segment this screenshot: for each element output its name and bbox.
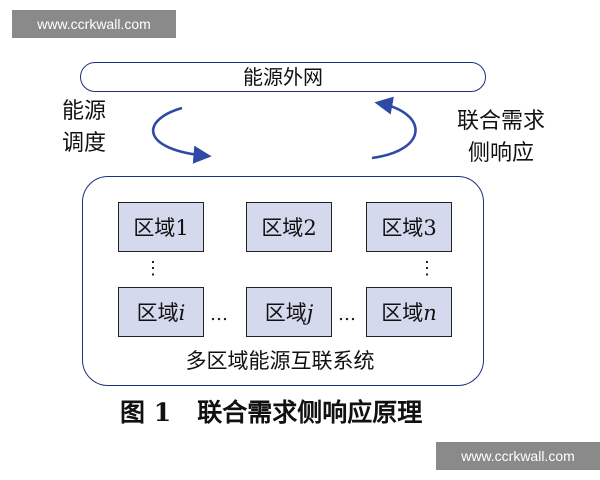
region-3-suffix: 3 [423, 216, 437, 240]
figure-number: 图 1 [120, 398, 172, 427]
joint-demand-response-line-1: 联合需求 [456, 109, 545, 134]
energy-dispatch-label: 能源 调度 [62, 96, 116, 160]
vertical-ellipsis-right: ⋮ [418, 258, 437, 279]
energy-external-network: 能源外网 [80, 62, 486, 92]
joint-demand-response-label: 联合需求 侧响应 [446, 106, 556, 170]
region-i-prefix: 区域 [136, 301, 179, 325]
region-2-suffix: 2 [303, 216, 317, 240]
figure-caption: 图 1 联合需求侧响应原理 [120, 393, 500, 429]
region-3: 区域3 [366, 202, 452, 252]
region-2: 区域2 [246, 202, 332, 252]
watermark-bottom: www.ccrkwall.com [436, 442, 600, 470]
energy-dispatch-line-1: 能源 [62, 99, 107, 124]
energy-dispatch-line-2: 调度 [62, 131, 107, 156]
region-1-prefix: 区域 [133, 216, 176, 240]
region-i: 区域i [118, 287, 204, 337]
horizontal-ellipsis-right: … [338, 304, 357, 325]
region-j-suffix: j [306, 301, 314, 325]
response-arrow [371, 96, 417, 160]
region-1: 区域1 [118, 202, 204, 252]
system-label: 多区域能源互联系统 [185, 349, 375, 373]
region-j: 区域j [246, 287, 332, 337]
region-2-prefix: 区域 [261, 216, 304, 240]
region-i-suffix: i [178, 301, 186, 325]
region-1-suffix: 1 [175, 216, 189, 240]
joint-demand-response-line-2: 侧响应 [467, 141, 534, 166]
dispatch-arrow [151, 106, 212, 164]
region-j-prefix: 区域 [264, 301, 307, 325]
watermark-top: www.ccrkwall.com [12, 10, 176, 38]
region-3-prefix: 区域 [381, 216, 424, 240]
region-n: 区域n [366, 287, 452, 337]
figure-title: 联合需求侧响应原理 [197, 398, 423, 427]
region-n-suffix: n [423, 301, 437, 325]
region-n-prefix: 区域 [381, 301, 424, 325]
vertical-ellipsis-left: ⋮ [144, 258, 163, 279]
horizontal-ellipsis-left: … [210, 304, 229, 325]
